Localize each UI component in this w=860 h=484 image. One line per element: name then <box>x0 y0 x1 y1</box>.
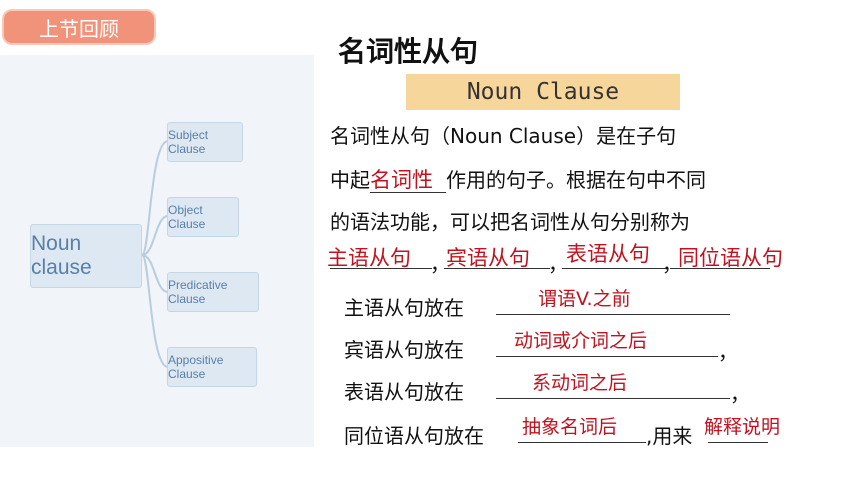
para-line-1: 名词性从句（Noun Clause）是在子句 <box>330 124 677 148</box>
answer-predicative-clause: 表语从句 <box>566 242 650 266</box>
rule-appositive-blank-2 <box>708 442 768 443</box>
rule-object-answer: 动词或介词之后 <box>514 330 648 352</box>
mindmap-leaf-object: Object Clause <box>167 197 239 237</box>
mindmap-root: Noun clause <box>30 224 142 288</box>
rule-appositive-mid: ,用来 <box>646 424 693 448</box>
rule-predicative-tail: ， <box>730 382 750 406</box>
blank-underline-3 <box>562 268 666 269</box>
rule-appositive-label: 同位语从句放在 <box>344 424 484 448</box>
rule-predicative-label: 表语从句放在 <box>344 380 464 404</box>
rule-predicative-blank <box>496 398 730 399</box>
rule-subject-blank <box>496 314 730 315</box>
rule-object-blank <box>496 356 718 357</box>
answer-appositive-clause: 同位语从句 <box>678 246 783 270</box>
rule-subject-answer: 谓语V.之前 <box>538 288 631 310</box>
blank-noun-function: 名词性 <box>370 168 446 193</box>
para-line-2-post: 作用的句子。根据在句中不同 <box>446 168 706 192</box>
blank-underline-4 <box>670 268 770 269</box>
separator-3: ， <box>662 252 682 276</box>
mindmap-panel: Noun clause Subject Clause Object Clause… <box>0 55 314 447</box>
rule-object-label: 宾语从句放在 <box>344 338 464 362</box>
rule-appositive-answer-2: 解释说明 <box>704 416 781 438</box>
mindmap-leaf-appositive: Appositive Clause <box>167 347 257 387</box>
answer-object-clause: 宾语从句 <box>446 246 530 270</box>
page-title: 名词性从句 <box>338 35 479 68</box>
review-badge: 上节回顾 <box>2 9 156 45</box>
answer-noun-function: 名词性 <box>370 168 433 192</box>
para-line-3: 的语法功能，可以把名词性从句分别称为 <box>330 210 690 234</box>
mindmap-connectors <box>141 140 169 368</box>
rule-appositive-blank <box>518 442 646 443</box>
rule-predicative-answer: 系动词之后 <box>532 372 628 394</box>
mindmap-leaf-subject: Subject Clause <box>167 122 243 162</box>
blank-underline-1 <box>330 268 432 269</box>
english-title: Noun Clause <box>406 74 680 110</box>
para-line-2-pre: 中起 <box>330 168 370 192</box>
separator-2: ， <box>548 252 568 276</box>
rule-subject-label: 主语从句放在 <box>344 296 464 320</box>
rule-object-tail: ， <box>718 340 738 364</box>
rule-appositive-answer: 抽象名词后 <box>522 416 618 438</box>
para-line-2: 中起名词性 作用的句子。根据在句中不同 <box>330 164 706 193</box>
blank-underline-2 <box>444 268 550 269</box>
separator-1: ， <box>430 252 450 276</box>
mindmap-leaf-predicative: Predicative Clause <box>167 272 259 312</box>
answer-subject-clause: 主语从句 <box>327 246 411 270</box>
